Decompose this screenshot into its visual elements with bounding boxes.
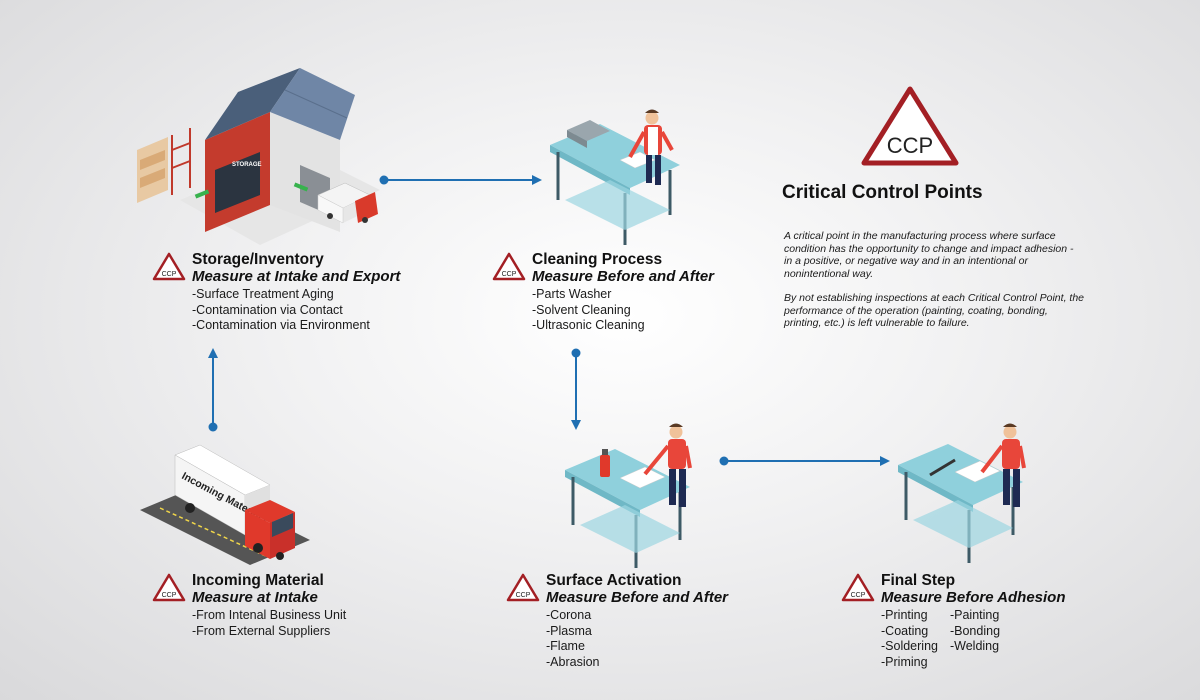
step-title: Cleaning Process [532,251,663,268]
list-item: -Printing [881,608,928,622]
list-item: -From External Suppliers [192,623,331,638]
step-subtitle: Measure Before Adhesion [881,589,1066,606]
description-paragraph-2: By not establishing inspections at each … [784,292,1084,329]
ccp-warning-icon: CCP [841,573,875,602]
shelving-icon [137,128,191,203]
list-item: -Ultrasonic Cleaning [532,318,645,332]
ccp-warning-icon: CCP [506,573,540,602]
list-item: -Solvent Cleaning [532,302,631,317]
svg-text:CCP: CCP [516,592,531,599]
svg-text:CCP: CCP [851,592,866,599]
list-item: -Contamination via Environment [192,318,370,332]
list-item: -Soldering [881,639,938,653]
list-item: -Plasma [546,623,592,638]
svg-text:CCP: CCP [162,271,177,278]
svg-text:CCP: CCP [162,592,177,599]
ccp-warning-icon: CCP [861,86,959,166]
svg-text:STORAGE: STORAGE [232,162,262,168]
list-column-2: -Painting -Bonding -Welding [950,608,1000,670]
ccp-warning-icon: CCP [152,573,186,602]
step-title: Final Step [881,572,956,589]
arrow-cleaning-to-activation [571,348,581,430]
step-title: Surface Activation [546,572,682,589]
svg-text:CCP: CCP [887,133,933,158]
activation-station [565,423,692,568]
page-title: Critical Control Points [782,182,983,203]
step-subtitle: Measure Before and After [546,589,728,606]
ccp-warning-icon: CCP [492,252,526,281]
warehouse-building: STORAGE [205,68,355,232]
step-title: Storage/Inventory [192,251,324,268]
final-station [898,423,1026,563]
list-item: -Parts Washer [532,287,612,301]
list-item: -Surface Treatment Aging [192,287,334,301]
svg-text:CCP: CCP [502,271,517,278]
ccp-warning-icon: CCP [152,252,186,281]
list-item: -Coating [881,623,929,638]
arrow-storage-to-cleaning [379,175,542,185]
list-item: -Bonding [949,623,1001,638]
delivery-truck-small [317,182,378,224]
step-title: Incoming Material [192,572,324,589]
step-subtitle: Measure at Intake [192,589,318,606]
arrow-incoming-to-storage [208,348,218,432]
list-column-1: -Printing -Coating -Soldering -Priming [881,608,938,670]
list-item: -Priming [881,654,928,669]
list-item: -Painting [949,608,1000,622]
list-item: -Abrasion [546,654,600,669]
cleaning-station [550,109,680,245]
list-item: -Flame [546,639,585,653]
list-item: -Welding [949,639,1000,653]
step-subtitle: Measure Before and After [532,268,714,285]
ccp-description: A critical point in the manufacturing pr… [784,230,1084,342]
list-item: -Corona [546,608,592,622]
step-subtitle: Measure at Intake and Export [192,268,401,285]
arrow-activation-to-final [719,456,890,466]
list-item: -From Intenal Business Unit [192,608,347,622]
description-paragraph-1: A critical point in the manufacturing pr… [784,230,1074,280]
list-item: -Contamination via Contact [192,302,343,317]
